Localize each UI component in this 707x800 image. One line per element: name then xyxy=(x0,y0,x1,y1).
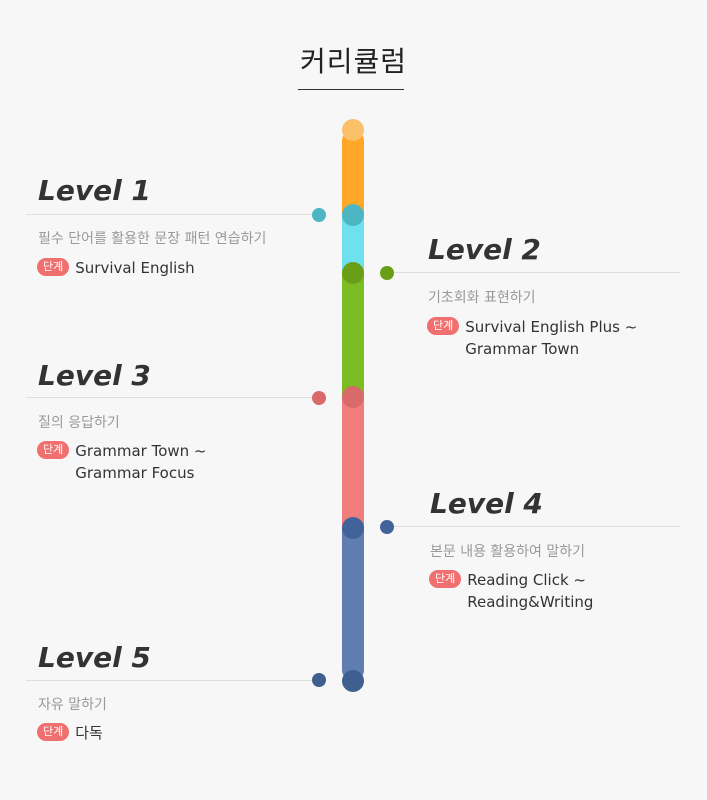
level-2-connector-dot xyxy=(380,266,394,280)
level-1-title: Level 1 xyxy=(38,174,151,207)
level-3-description: 질의 응답하기 xyxy=(38,415,120,431)
stage-badge: 단계 xyxy=(427,317,460,335)
level-3-stage-line-2: Grammar Focus xyxy=(75,464,195,482)
level-4-stage-text: Reading Click ~ Reading&Writing xyxy=(467,569,593,613)
stage-badge: 단계 xyxy=(37,258,70,276)
level-1-stage: 단계 Survival English xyxy=(37,257,195,279)
level-3-divider xyxy=(26,397,312,398)
timeline-segment-4 xyxy=(342,397,364,528)
level-2-stage: 단계 Survival English Plus ~ Grammar Town xyxy=(427,316,637,360)
level-2-stage-line-2: Grammar Town xyxy=(465,340,580,358)
level-4-stage-line-2: Reading&Writing xyxy=(467,593,594,611)
stage-badge: 단계 xyxy=(37,441,70,459)
level-1-connector-dot xyxy=(312,208,326,222)
level-3-stage: 단계 Grammar Town ~ Grammar Focus xyxy=(37,440,207,484)
level-1-description: 필수 단어를 활용한 문장 패턴 연습하기 xyxy=(38,231,267,247)
level-3-stage-line-1: Grammar Town ~ xyxy=(75,442,207,460)
timeline-segment-3 xyxy=(342,273,364,397)
timeline-node-level-4 xyxy=(342,517,364,539)
level-3-connector-dot xyxy=(312,391,326,405)
level-4-description: 본문 내용 활용하여 말하기 xyxy=(430,544,586,560)
level-5-stage-text: 다독 xyxy=(75,722,103,744)
title-underline xyxy=(298,89,404,90)
level-4-connector-dot xyxy=(380,520,394,534)
timeline-node-level-5 xyxy=(342,670,364,692)
timeline-node-level-2 xyxy=(342,262,364,284)
level-2-description: 기초회화 표현하기 xyxy=(428,290,536,306)
timeline-start-cap xyxy=(342,119,364,141)
timeline-bar xyxy=(342,130,364,681)
level-2-stage-line-1: Survival English Plus ~ xyxy=(465,318,638,336)
level-5-connector-dot xyxy=(312,673,326,687)
level-2-stage-text: Survival English Plus ~ Grammar Town xyxy=(465,316,637,360)
level-4-stage: 단계 Reading Click ~ Reading&Writing xyxy=(429,569,593,613)
level-4-divider xyxy=(394,526,680,527)
level-4-stage-line-1: Reading Click ~ xyxy=(467,571,586,589)
level-5-stage: 단계 다독 xyxy=(37,722,103,744)
level-5-stage-line-1: 다독 xyxy=(75,724,103,742)
level-4-title: Level 4 xyxy=(430,487,543,520)
level-1-divider xyxy=(26,214,312,215)
level-3-title: Level 3 xyxy=(38,359,151,392)
level-5-divider xyxy=(26,680,312,681)
level-2-title: Level 2 xyxy=(428,233,541,266)
timeline-node-level-1 xyxy=(342,204,364,226)
timeline-segment-2 xyxy=(342,215,364,273)
stage-badge: 단계 xyxy=(429,570,462,588)
level-5-description: 자유 말하기 xyxy=(38,697,107,713)
level-3-stage-text: Grammar Town ~ Grammar Focus xyxy=(75,440,206,484)
timeline-segment-5 xyxy=(342,528,364,681)
timeline-node-level-3 xyxy=(342,386,364,408)
stage-badge: 단계 xyxy=(37,723,70,741)
level-1-stage-text: Survival English xyxy=(75,257,194,279)
level-2-divider xyxy=(394,272,680,273)
timeline-segment-1 xyxy=(342,130,364,215)
level-5-title: Level 5 xyxy=(38,641,151,674)
page-title: 커리큘럼 xyxy=(299,45,408,78)
level-1-stage-line-1: Survival English xyxy=(75,259,195,277)
